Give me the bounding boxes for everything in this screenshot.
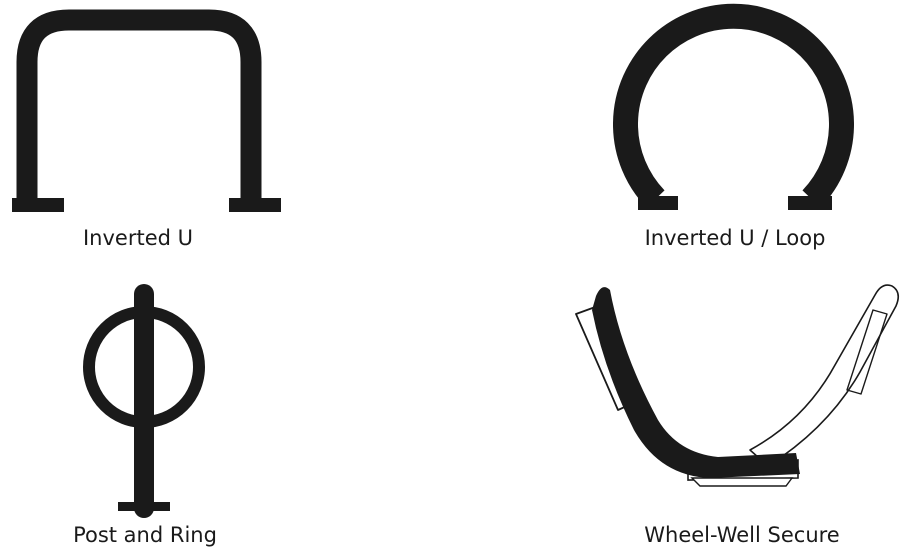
rack-label-inverted-u-loop: Inverted U / Loop	[645, 228, 826, 249]
inverted-u-loop-rack-icon	[600, 0, 904, 260]
rack-post-and-ring: Post and Ring	[0, 270, 300, 550]
inverted-u-rack-icon	[0, 0, 300, 260]
rack-label-wheel-well-secure: Wheel-Well Secure	[644, 525, 839, 546]
rack-label-inverted-u: Inverted U	[83, 228, 193, 249]
rack-label-post-and-ring: Post and Ring	[73, 525, 217, 546]
rack-inverted-u: Inverted U	[0, 0, 300, 260]
post-and-ring-rack-icon	[0, 270, 300, 550]
rack-inverted-u-loop: Inverted U / Loop	[600, 0, 904, 260]
rack-wheel-well-secure: Wheel-Well Secure	[560, 270, 904, 550]
wheel-well-rack-icon	[560, 270, 904, 550]
